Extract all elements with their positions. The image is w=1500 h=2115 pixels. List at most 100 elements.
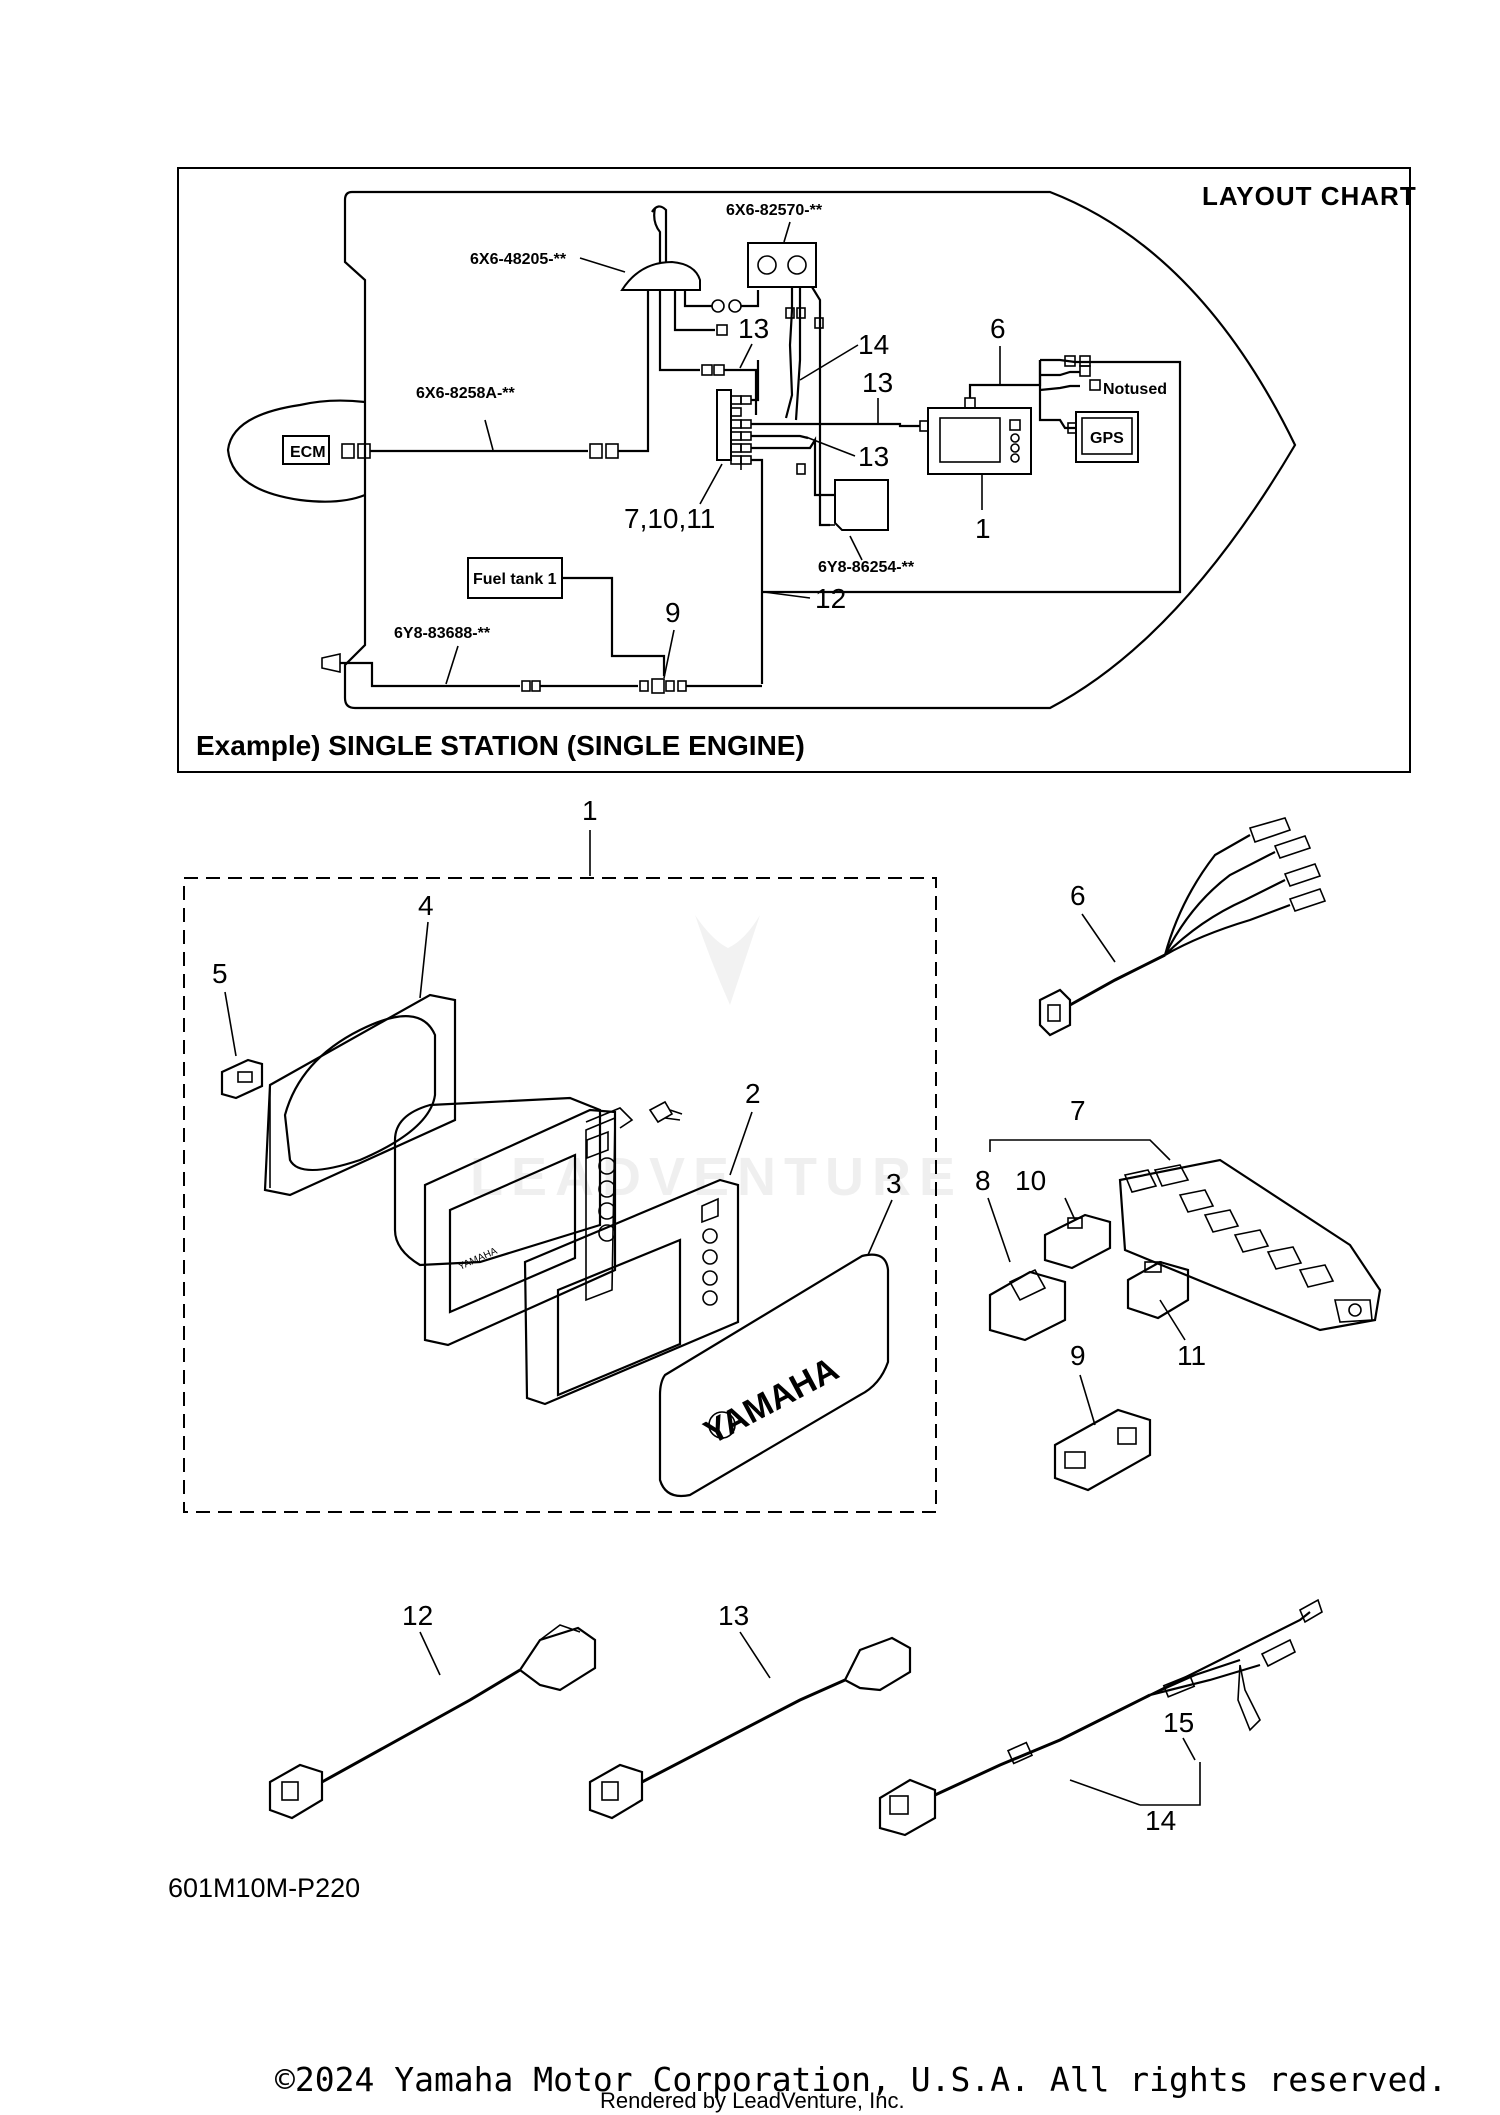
display-key <box>1010 453 1020 463</box>
part-13-connector-b <box>843 1636 912 1692</box>
callout-chart-13b: 13 <box>862 367 893 398</box>
part-7-hub-body <box>1118 1158 1382 1332</box>
leader-part-12 <box>419 1631 441 1676</box>
part-2-button <box>701 1197 719 1224</box>
callout-chart-7-10-11: 7,10,11 <box>624 503 715 534</box>
leader-part-3 <box>867 1199 893 1256</box>
display-harness-notused <box>1039 384 1080 392</box>
part-11-plug <box>1126 1260 1190 1320</box>
display-rear-housing <box>393 1096 602 1267</box>
part-7-hub-mount <box>1333 1299 1373 1323</box>
part-14-ring-terminal <box>1237 1664 1261 1732</box>
harness-6-connector <box>1079 365 1091 377</box>
leader-part-13 <box>739 1631 771 1679</box>
leader-chart-13a <box>739 343 753 369</box>
part-13-connector-a <box>588 1763 644 1820</box>
part-14-cable <box>934 1693 1151 1797</box>
part-7-hub-socket <box>1233 1229 1270 1253</box>
leader-fuel-harness <box>445 645 459 685</box>
part-7-hub-socket <box>1123 1169 1158 1193</box>
callout-part-10: 10 <box>1015 1165 1046 1196</box>
callout-part-14: 14 <box>1145 1805 1176 1836</box>
part-14-lead <box>1149 1658 1241 1697</box>
part-12-cable <box>321 1668 521 1784</box>
display-button <box>598 1224 616 1242</box>
example-caption: Example) SINGLE STATION (SINGLE ENGINE) <box>196 730 805 761</box>
lever-wire-c <box>673 290 715 332</box>
part-7-hub-socket <box>1298 1264 1335 1288</box>
hub-body <box>716 389 732 461</box>
part-3-cover-brand: YAMAHA <box>698 1350 845 1452</box>
part-1-kit-boundary <box>183 877 937 1513</box>
switch-connector <box>814 317 824 329</box>
part-2-button <box>702 1228 718 1244</box>
part-14-connector <box>878 1778 937 1837</box>
ecm-box <box>282 435 330 465</box>
part-6-lead <box>1163 834 1251 956</box>
diagram-id: 601M10M-P220 <box>168 1873 360 1903</box>
display-side-panel <box>585 1116 616 1302</box>
part-2-button <box>702 1249 718 1265</box>
display-harness-notused <box>1040 370 1080 377</box>
part-13-connector-a-face <box>601 1781 619 1801</box>
fuel-junction <box>665 680 675 692</box>
hub-wire-to-lever <box>751 360 760 402</box>
part-2-front-bezel <box>523 1178 740 1406</box>
ecm-connector <box>341 443 355 459</box>
part-12-connector-a <box>268 1763 324 1820</box>
part-15-fuse <box>1162 1674 1196 1698</box>
partcode-sensor: 6Y8-86254-** <box>818 559 915 576</box>
part-10-plug <box>1043 1213 1112 1270</box>
gps-label: GPS <box>1090 430 1124 447</box>
switch-panel-key <box>787 255 807 275</box>
leader-part-7 <box>989 1139 1171 1161</box>
part-3-cover <box>658 1253 890 1498</box>
yamaha-emblem-icon <box>708 1411 736 1439</box>
part-4-gasket-opening <box>283 1015 437 1171</box>
callout-part-12: 12 <box>402 1600 433 1631</box>
part-6-terminal <box>1283 863 1322 887</box>
mount-screw-head <box>648 1100 674 1124</box>
part-7-hub-mount-hole <box>1348 1303 1362 1317</box>
part-6-cable <box>1069 953 1166 1007</box>
switch-connector <box>796 307 806 319</box>
part-6-terminal <box>1248 817 1292 844</box>
part-14-terminal <box>1260 1638 1297 1668</box>
part-6-terminal <box>1288 888 1327 912</box>
part-12-connector-b <box>518 1626 597 1692</box>
hub-wire-to-display <box>751 422 920 428</box>
callout-chart-1: 1 <box>975 513 991 544</box>
display-mounting-tab <box>585 1107 634 1129</box>
sensor-wire-connector <box>796 463 806 475</box>
part-6-lead <box>1164 851 1276 956</box>
part-6-connector <box>1038 988 1072 1037</box>
lever-handle-edge <box>651 205 668 268</box>
fuel-sensor-tip <box>321 653 341 673</box>
display-brand-small: YAMAHA <box>457 1246 500 1273</box>
lever-wire-b <box>741 290 760 308</box>
part-12-connector-a-face <box>281 1781 299 1801</box>
switch-wire-b <box>794 287 802 421</box>
callout-chart-6: 6 <box>990 313 1006 344</box>
leader-chart-12 <box>763 591 811 599</box>
part-14-lead <box>1149 1663 1261 1697</box>
fuel-harness-connector <box>639 680 649 692</box>
leader-part-9 <box>1079 1374 1096 1426</box>
fuel-tank-label: Fuel tank 1 <box>473 571 557 588</box>
engine-cowling <box>226 399 366 503</box>
hub-wire-13 <box>751 434 809 440</box>
part-9-junction <box>1053 1408 1152 1492</box>
harness-connector <box>589 443 603 459</box>
mount-screw-thread <box>664 1109 683 1121</box>
display-button <box>598 1157 616 1175</box>
part-6-connector-face <box>1047 1004 1061 1022</box>
callout-part-1: 1 <box>582 795 598 826</box>
part-2-button <box>702 1290 718 1306</box>
gps-box-inner <box>1081 417 1133 455</box>
callout-chart-12: 12 <box>815 583 846 614</box>
part-4-gasket <box>263 993 457 1197</box>
hub-wire-12 <box>751 458 764 684</box>
partcode-switch-panel: 6X6-82570-** <box>726 202 823 219</box>
callout-part-11: 11 <box>1177 1340 1206 1371</box>
